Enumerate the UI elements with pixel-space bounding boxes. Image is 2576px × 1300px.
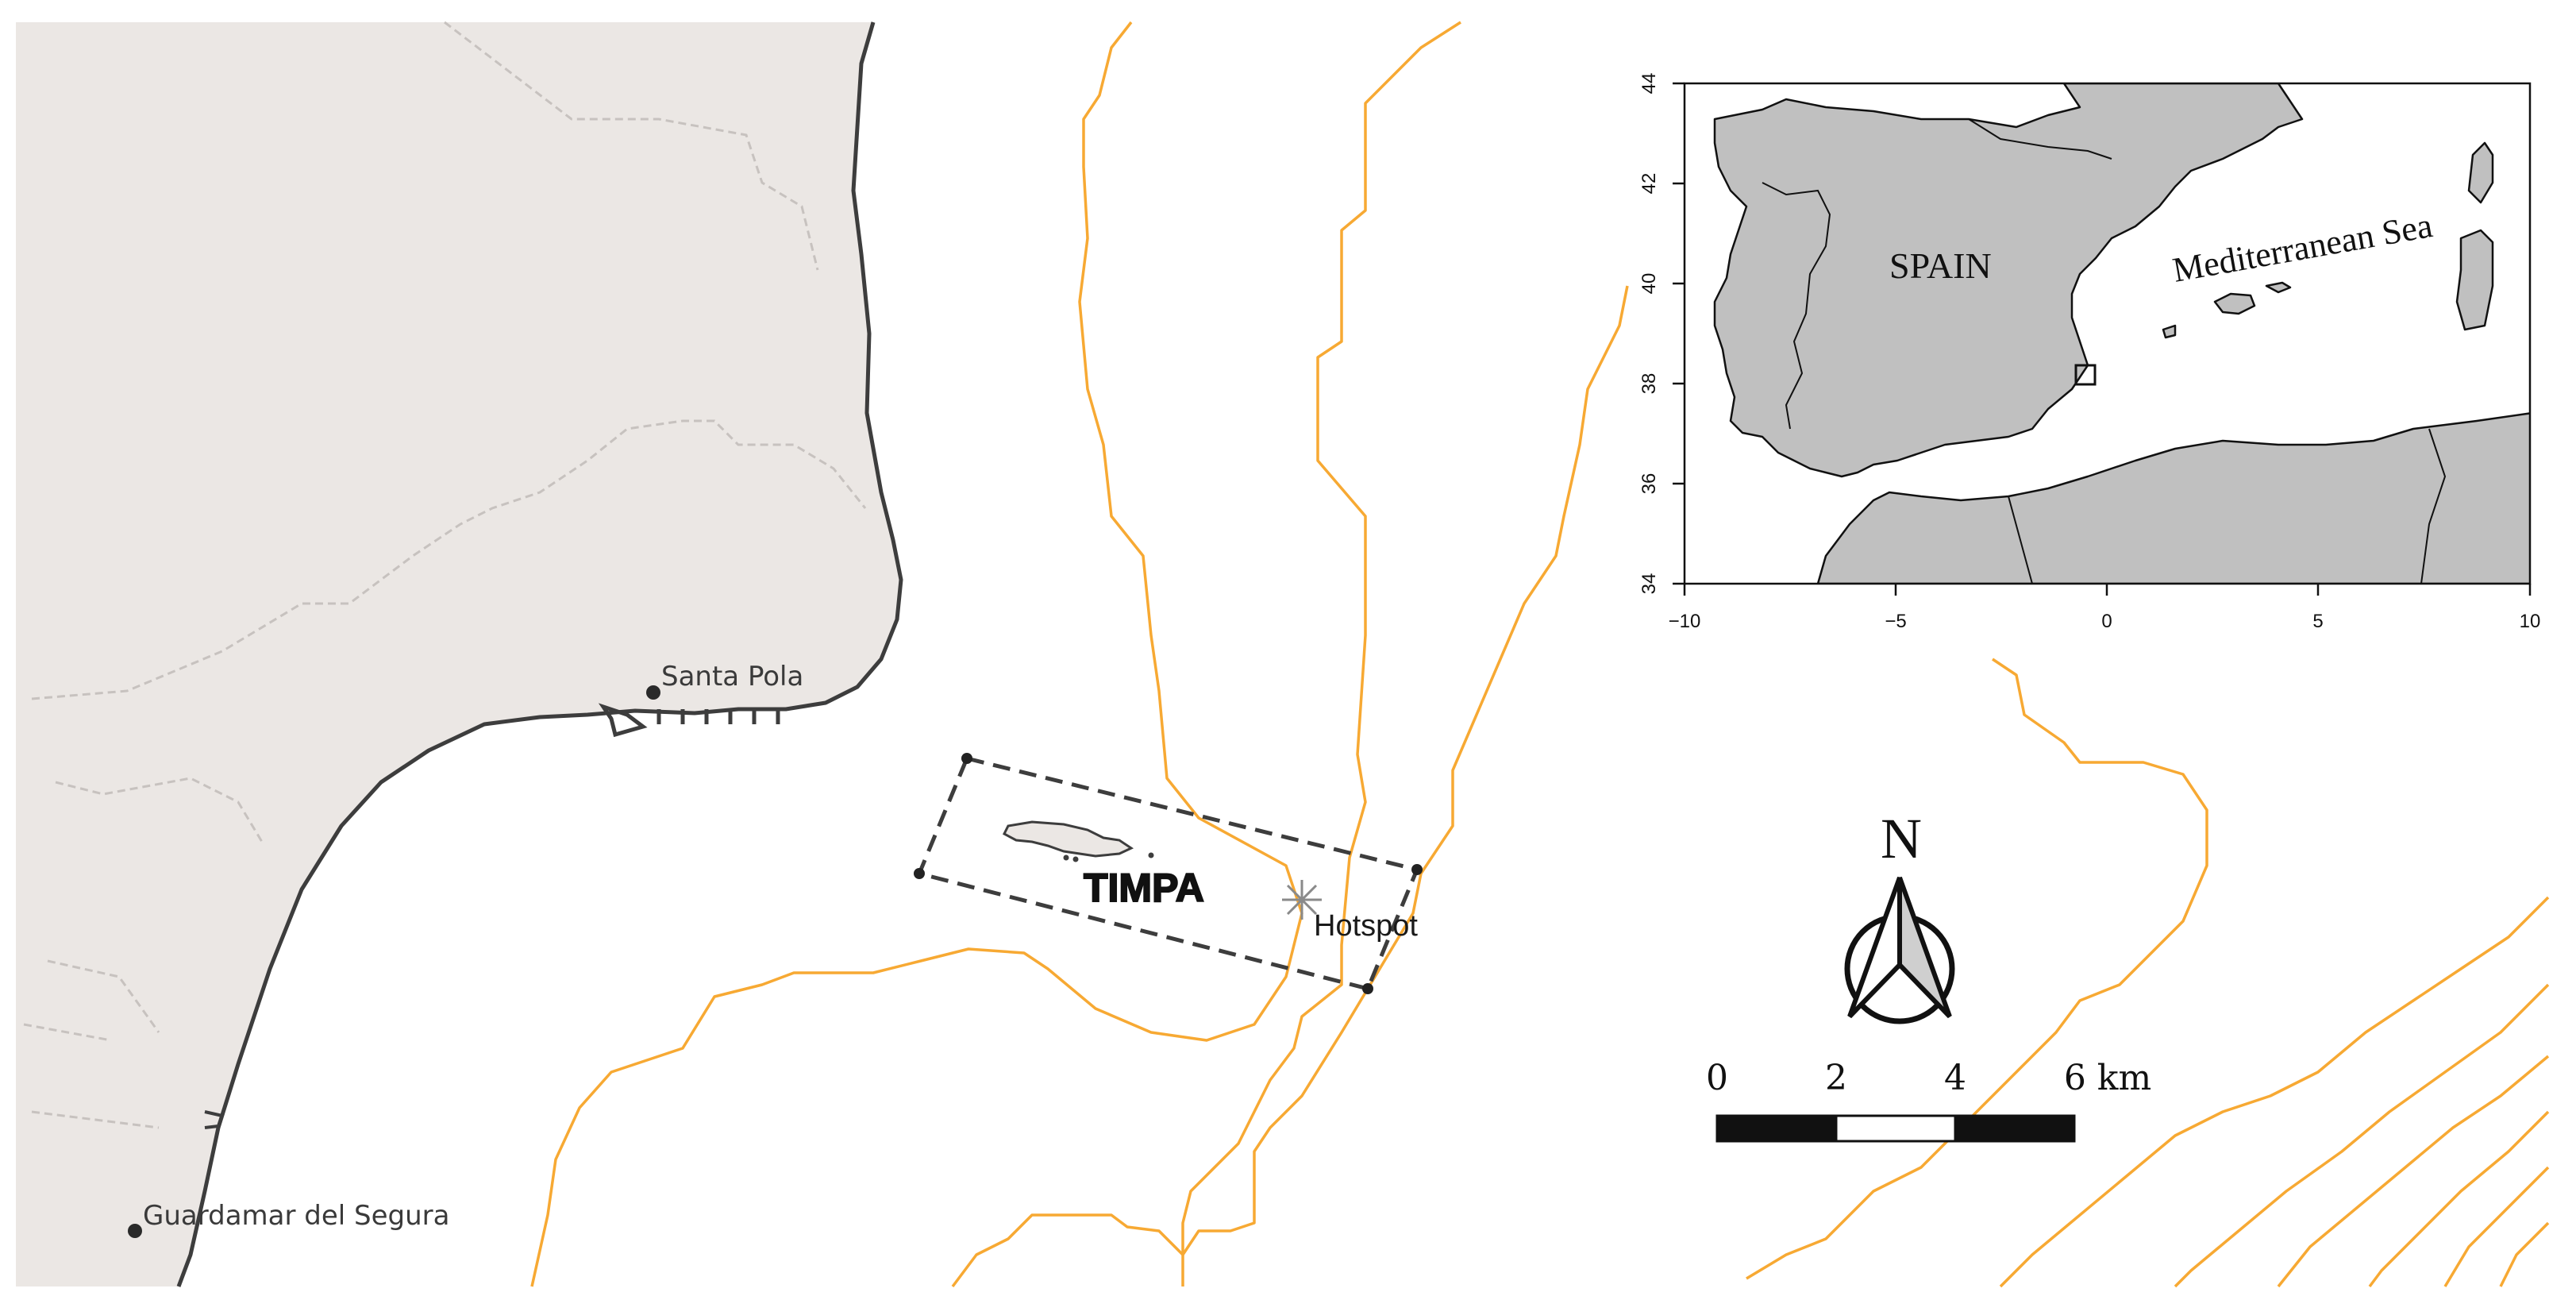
scale-segment-3 [1954, 1114, 2076, 1143]
santa-pola-marker [646, 685, 660, 700]
isobath-line [1746, 658, 2208, 1280]
isobath-line [530, 21, 1303, 1287]
inset-y-axis [1673, 82, 1685, 585]
compass-needle-left [1847, 876, 1902, 1019]
north-africa-landmass [1816, 412, 2530, 584]
port-structure [598, 703, 648, 738]
border-algeria [2420, 428, 2447, 584]
salt-pan-ticks [657, 709, 780, 724]
isobath-line [2277, 1055, 2550, 1288]
border-line [47, 959, 160, 1033]
vertex-dot [914, 868, 925, 879]
scale-label: 4 [1944, 1058, 1966, 1098]
balearic-mallorca [2213, 292, 2256, 315]
river-mouth [204, 1110, 225, 1129]
santa-pola-label: Santa Pola [661, 661, 803, 692]
y-tick-label: 36 [1638, 473, 1660, 495]
scale-segment-1 [1715, 1114, 1838, 1143]
compass-needle-right [1897, 876, 1952, 1019]
y-tick-label: 44 [1638, 73, 1660, 95]
isobath-line [2368, 1110, 2550, 1288]
inset-y-tick-labels: 34 36 38 40 42 44 [1638, 73, 1660, 595]
sardinia [2455, 229, 2494, 331]
inset-land [1713, 83, 2530, 584]
balearic-menorca [2265, 281, 2292, 294]
guardamar-marker [128, 1224, 142, 1238]
timpa-label: TIMPA [1084, 866, 1204, 910]
isobath-line [2174, 983, 2550, 1288]
north-arrow: N [1844, 807, 1955, 1024]
hotspot-star-icon [1282, 880, 1322, 920]
iberia-landmass [1713, 83, 2304, 478]
guardamar-label: Guardamar del Segura [143, 1200, 449, 1232]
inset-x-tick-labels: −10 −5 0 5 10 [1669, 611, 2541, 632]
corsica [2467, 141, 2494, 204]
isobath-line [2499, 1221, 2550, 1287]
border-france [1968, 118, 2112, 160]
islet-dot [1063, 854, 1069, 861]
y-tick-label: 38 [1638, 373, 1660, 395]
border-morocco [2008, 496, 2033, 584]
star-ray [1286, 884, 1318, 916]
spain-label: SPAIN [1889, 245, 1992, 286]
y-tick-label: 42 [1638, 173, 1660, 195]
isobath-line [951, 285, 1629, 1288]
x-tick-label: 5 [2312, 611, 2323, 632]
y-tick-label: 40 [1638, 273, 1660, 295]
coastline [176, 21, 903, 1287]
scale-label: 6 km [2064, 1058, 2151, 1098]
border-line [31, 1110, 160, 1129]
x-tick-label: −10 [1669, 611, 1701, 632]
vertex-dot [1362, 983, 1373, 994]
scale-bar: 0 2 4 6 km [1706, 1058, 2151, 1143]
study-area-polygon [916, 756, 1420, 991]
admin-borders [23, 21, 867, 1129]
balearic-ibiza [2162, 324, 2177, 339]
border-line [444, 21, 819, 271]
border-line [31, 419, 867, 700]
isobaths [530, 21, 2550, 1288]
hotspot-label: Hotspot [1314, 909, 1418, 943]
x-tick-label: 10 [2520, 611, 2541, 632]
scale-segment-2 [1835, 1114, 1957, 1143]
scale-labels: 0 2 4 6 km [1706, 1058, 2151, 1098]
north-letter: N [1881, 807, 1922, 870]
x-tick-label: −5 [1885, 611, 1906, 632]
study-area-vertices [914, 753, 1423, 994]
location-box [2074, 364, 2097, 386]
border-portugal [1762, 182, 1831, 430]
inset-borders [1762, 118, 2447, 584]
border-line [55, 777, 264, 843]
vertex-dot [1411, 864, 1423, 875]
inset-map: SPAIN Mediterranean Sea −10 −5 0 5 10 34 [1631, 0, 2576, 651]
border-line [23, 1023, 112, 1042]
tabarca-island [1003, 820, 1134, 858]
x-tick-label: 0 [2101, 611, 2112, 632]
islet-dot [1072, 856, 1079, 862]
scale-label: 0 [1706, 1058, 1728, 1098]
main-map: Santa Pola Guardamar del Segura TIMPA Ho… [16, 21, 2550, 1288]
land-area [16, 22, 901, 1286]
isobath-line [1181, 21, 1461, 1286]
inset-x-axis [1683, 584, 2532, 596]
y-tick-label: 34 [1638, 573, 1660, 595]
islet-dot [1148, 852, 1154, 858]
isobath-line [1999, 896, 2550, 1288]
isobath-line [2443, 1166, 2550, 1287]
vertex-dot [961, 753, 972, 764]
scale-label: 2 [1825, 1058, 1847, 1098]
